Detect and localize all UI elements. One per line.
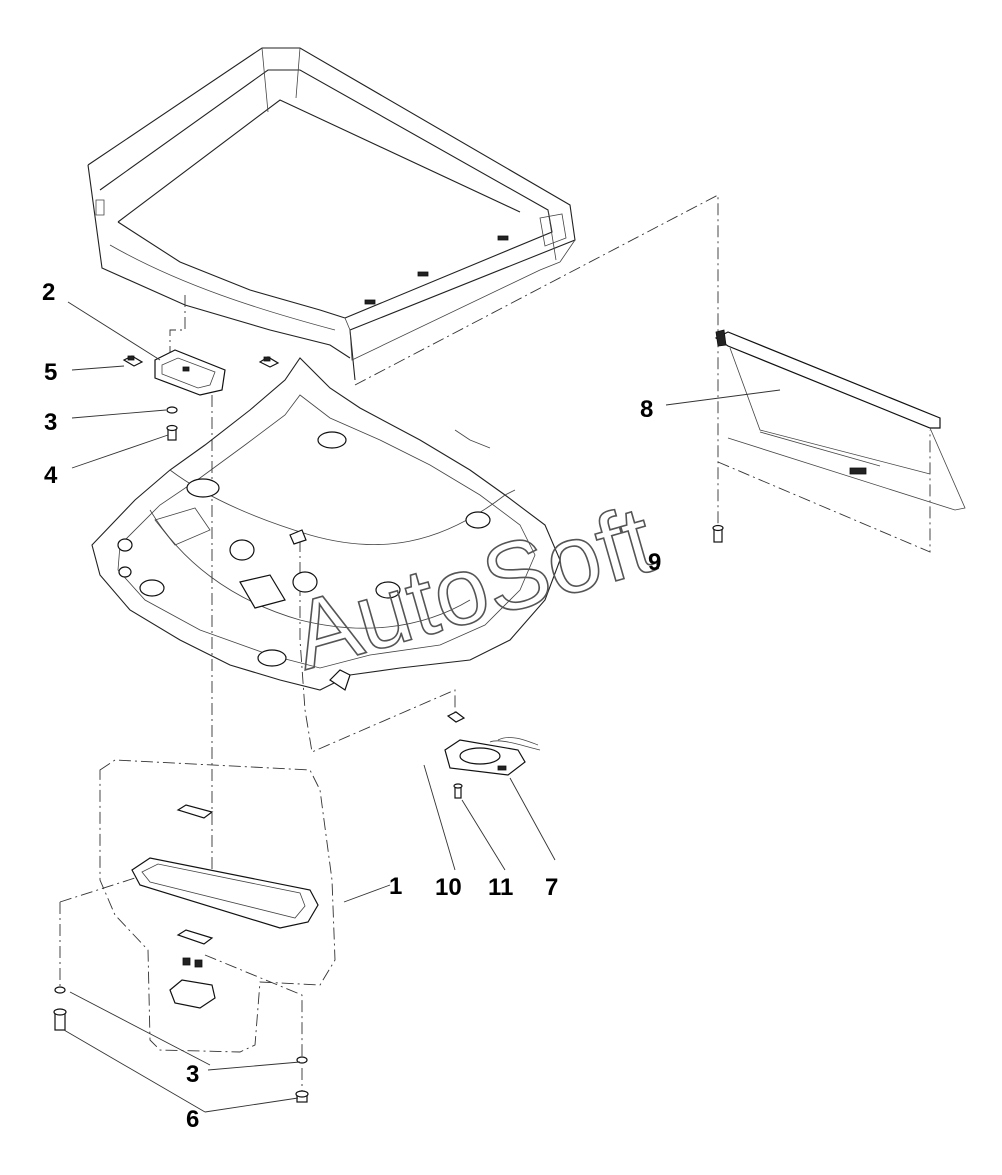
part-9-map-lamp (444, 737, 541, 776)
callout-5: 5 (44, 359, 57, 386)
part-8-screw (712, 524, 724, 543)
part-3-washer-bottom (54, 986, 308, 1064)
roof-frame (87, 47, 576, 381)
callout-labels: 2 5 3 4 8 9 1 10 11 7 3 6 (42, 279, 661, 1133)
part-5-clips (122, 355, 280, 368)
callout-3-top: 3 (44, 409, 57, 436)
callout-9: 7 (545, 874, 558, 901)
headliner-panel (91, 357, 561, 691)
callout-11: 11 (488, 874, 513, 901)
part-3-washer-top (166, 406, 178, 414)
callout-4: 4 (44, 462, 58, 489)
callout-3-bottom: 3 (186, 1061, 199, 1088)
callout-8: 9 (648, 549, 661, 576)
callout-2: 2 (42, 279, 55, 306)
part-11-screw (453, 783, 463, 799)
assembly-guide-lines (59, 194, 931, 1095)
part-1-console-trim (99, 759, 336, 1053)
part-2-bracket (154, 349, 226, 396)
part-4-screw (166, 424, 178, 441)
callout-10: 10 (435, 874, 462, 901)
callout-1: 1 (389, 873, 402, 900)
part-7-sunshade (714, 329, 966, 511)
callout-leaders (63, 301, 781, 1113)
callout-7: 8 (640, 396, 653, 423)
part-10-clip (446, 711, 466, 723)
part-6-screws (53, 1008, 309, 1103)
callout-6: 6 (186, 1106, 199, 1133)
